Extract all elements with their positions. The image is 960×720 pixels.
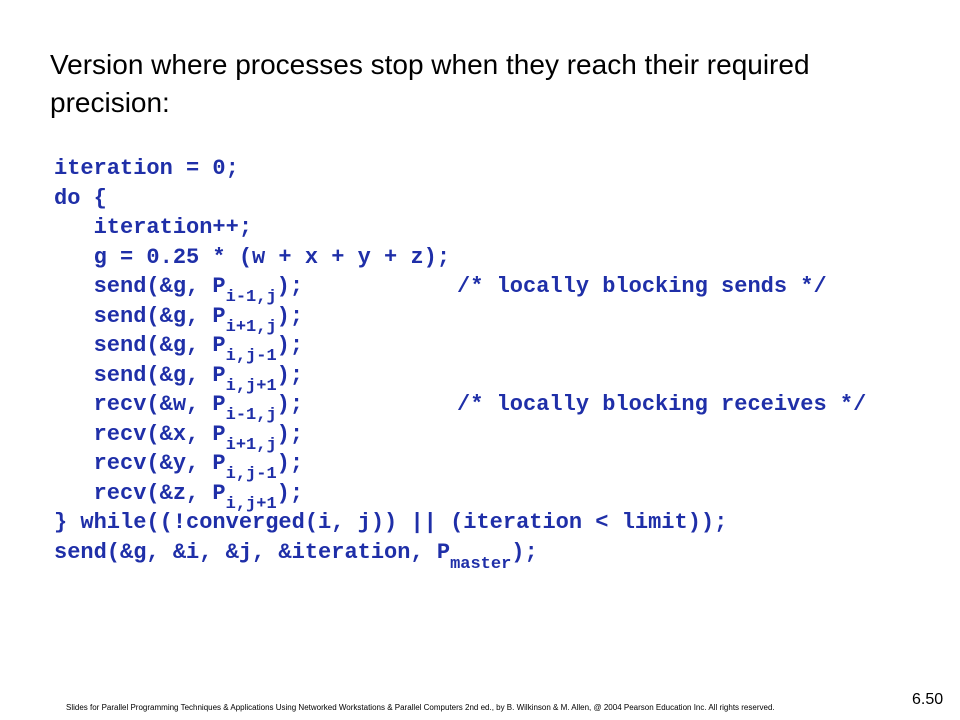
code-line-send: send(&g, Pi+1,j); [54, 302, 727, 337]
code-line-final-send: send(&g, &i, &j, &iteration, Pmaster); [54, 538, 727, 574]
code-text: send(&g, P [54, 362, 226, 388]
code-text: ); [276, 392, 304, 417]
code-subscript: i+1,j [225, 435, 277, 455]
slide-number: 6.50 [912, 691, 944, 708]
code-subscript: i,j+1 [225, 494, 277, 514]
code-subscript: i-1,j [225, 288, 277, 307]
slide-title: Version where processes stop when they r… [50, 49, 810, 118]
code-block: iteration = 0; do { iteration++; g = 0.2… [54, 154, 867, 574]
code-text: recv(&x, P [54, 421, 226, 447]
code-line-recv: recv(&w, Pi-1,j); /* locally blocking rec… [54, 390, 867, 425]
code-line-recv: recv(&y, Pi,j-1); [54, 449, 727, 484]
code-text: ); [276, 274, 304, 299]
code-line-average: g = 0.25 * (w + x + y + z); [54, 244, 451, 270]
code-line-increment: iteration++; [54, 215, 253, 240]
code-comment: /* locally blocking receives */ [457, 392, 867, 417]
code-subscript: i,j-1 [225, 347, 277, 366]
code-subscript: master [450, 554, 512, 574]
code-line-while: } while((!converged(i, j)) || (iteration… [54, 510, 728, 535]
code-text: recv(&y, P [54, 451, 226, 476]
code-comment: /* locally blocking sends */ [457, 274, 827, 299]
code-line-send: send(&g, Pi,j-1); [54, 331, 727, 366]
code-text: recv(&z, P [54, 480, 226, 506]
code-text: ); [276, 303, 304, 329]
code-line-init: iteration = 0; [54, 156, 239, 181]
code-subscript: i,j+1 [225, 376, 277, 396]
code-text: ); [276, 333, 304, 358]
code-subscript: i+1,j [225, 317, 277, 337]
code-text: send(&g, &i, &j, &iteration, P [54, 539, 451, 565]
code-text: ); [276, 480, 304, 506]
code-text: send(&g, P [54, 274, 226, 299]
code-text: ); [276, 421, 304, 447]
code-subscript: i-1,j [225, 406, 277, 425]
code-text: send(&g, P [54, 303, 226, 329]
code-line-send: send(&g, Pi,j+1); [54, 361, 727, 396]
code-text: recv(&w, P [54, 392, 226, 417]
code-text: send(&g, P [54, 333, 226, 358]
code-line-send: send(&g, Pi-1,j); /* locally blocking sen… [54, 272, 827, 307]
code-text: ); [511, 539, 538, 565]
code-text: ); [276, 451, 304, 476]
code-line-recv: recv(&z, Pi,j+1); [54, 479, 727, 514]
code-text: ); [276, 362, 304, 388]
code-subscript: i,j-1 [225, 465, 277, 484]
code-line-recv: recv(&x, Pi+1,j); [54, 420, 727, 455]
copyright-footer: Slides for Parallel Programming Techniqu… [66, 703, 775, 712]
code-line-do: do { [54, 185, 107, 211]
